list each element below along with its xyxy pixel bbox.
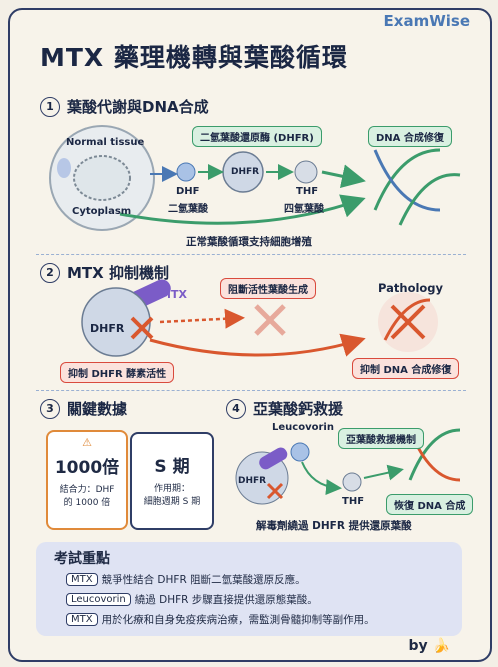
rescue-label: 亞葉酸救援機制 xyxy=(338,428,424,449)
dhfr-label: DHFR xyxy=(231,167,260,177)
section2-title: MTX 抑制機制 xyxy=(67,264,169,282)
dhfr-label-3: DHFR xyxy=(238,476,267,486)
thf-molecule-icon-2 xyxy=(342,472,362,492)
page-title: MTX 藥理機轉與葉酸循環 xyxy=(40,43,348,72)
enzyme-label: 二氫葉酸還原酶 (DHFR) xyxy=(192,126,322,147)
thf-cn-label: 四氫葉酸 xyxy=(284,204,324,215)
exam-tag: MTX xyxy=(66,613,98,626)
bypass-label: 解毒劑繞過 DHFR 提供還原葉酸 xyxy=(256,520,412,532)
block-x-icon-2 xyxy=(266,482,284,500)
mtx-label: MTX xyxy=(160,288,187,301)
exam-text: 繞過 DHFR 步驟直接提供還原態葉酸。 xyxy=(134,594,318,606)
section3-heading: 3 關鍵數據 xyxy=(40,398,127,419)
section1-number: 1 xyxy=(40,96,60,117)
normal-cell-icon xyxy=(49,125,155,231)
inhibit-dhfr-label: 抑制 DHFR 酵素活性 xyxy=(60,362,175,383)
section2-number: 2 xyxy=(40,262,60,283)
binding-affinity-card: ⚠ 1000倍 結合力：DHF 的 1000 倍 xyxy=(46,430,128,530)
card2-text2: 細胞週期 S 期 xyxy=(143,497,201,507)
by-signature: by 🍌 xyxy=(409,638,450,654)
restore-label: 恢復 DNA 合成 xyxy=(386,494,474,515)
exam-title: 考試重點 xyxy=(54,551,110,567)
brand-logo: ExamWise xyxy=(383,12,470,30)
dna-helix-icon xyxy=(373,148,461,226)
pathology-label: Pathology xyxy=(378,281,444,295)
section4-title: 亞葉酸鈣救援 xyxy=(253,400,344,418)
exam-text: 用於化療和自身免疫疾病治療，需監測骨髓抑制等副作用。 xyxy=(101,614,375,626)
section4-heading: 4 亞葉酸鈣救援 xyxy=(226,398,343,419)
banana-icon: 🍌 xyxy=(432,638,450,654)
thf-label: THF xyxy=(296,186,319,197)
warning-icon: ⚠ xyxy=(82,436,92,449)
pathology-dna-icon xyxy=(378,292,438,352)
dna-synthesis-label: DNA 合成修復 xyxy=(368,126,452,147)
inhibit-dna-label: 抑制 DNA 合成修復 xyxy=(352,358,460,379)
dhf-label: DHF xyxy=(176,186,200,197)
dhfr-label-2: DHFR xyxy=(90,322,125,335)
mtx-capsule-icon-2 xyxy=(259,447,288,470)
card1-value: 1000倍 xyxy=(54,458,120,478)
block-x-icon xyxy=(130,316,154,340)
exam-text: 競爭性結合 DHFR 阻斷二氫葉酸還原反應。 xyxy=(101,574,306,586)
section4-number: 4 xyxy=(226,398,246,419)
card2-value: S 期 xyxy=(154,457,190,477)
exam-tag: Leucovorin xyxy=(66,593,131,606)
normal-tissue-label: Normal tissue xyxy=(66,137,145,148)
card2-text1: 作用期： xyxy=(153,484,190,494)
section2-heading: 2 MTX 抑制機制 xyxy=(40,262,169,283)
section1-heading: 1 葉酸代謝與DNA合成 xyxy=(40,96,209,117)
card1-text2: 的 1000 倍 xyxy=(63,498,111,508)
exam-tag: MTX xyxy=(66,573,98,586)
divider xyxy=(36,254,466,255)
section3-number: 3 xyxy=(40,398,60,419)
thf-molecule-icon xyxy=(294,160,318,184)
section3-title: 關鍵數據 xyxy=(67,400,128,418)
leucovorin-label: Leucovorin xyxy=(272,422,334,433)
card1-text1: 結合力：DHF xyxy=(59,485,115,495)
cell-cycle-card: S 期 作用期： 細胞週期 S 期 xyxy=(130,432,214,530)
section1-title: 葉酸代謝與DNA合成 xyxy=(67,98,209,116)
block-label: 阻斷活性葉酸生成 xyxy=(220,278,316,299)
cycle-label: 正常葉酸循環支持細胞增殖 xyxy=(186,236,312,248)
leucovorin-molecule-icon xyxy=(290,442,310,462)
dhf-cn-label: 二氫葉酸 xyxy=(168,204,208,215)
dhf-molecule-icon xyxy=(176,162,196,182)
blocked-folate-icon xyxy=(254,304,286,336)
divider-2 xyxy=(36,390,466,391)
by-label: by xyxy=(408,638,428,654)
thf-label-2: THF xyxy=(342,496,365,507)
cytoplasm-label: Cytoplasm xyxy=(72,206,132,217)
